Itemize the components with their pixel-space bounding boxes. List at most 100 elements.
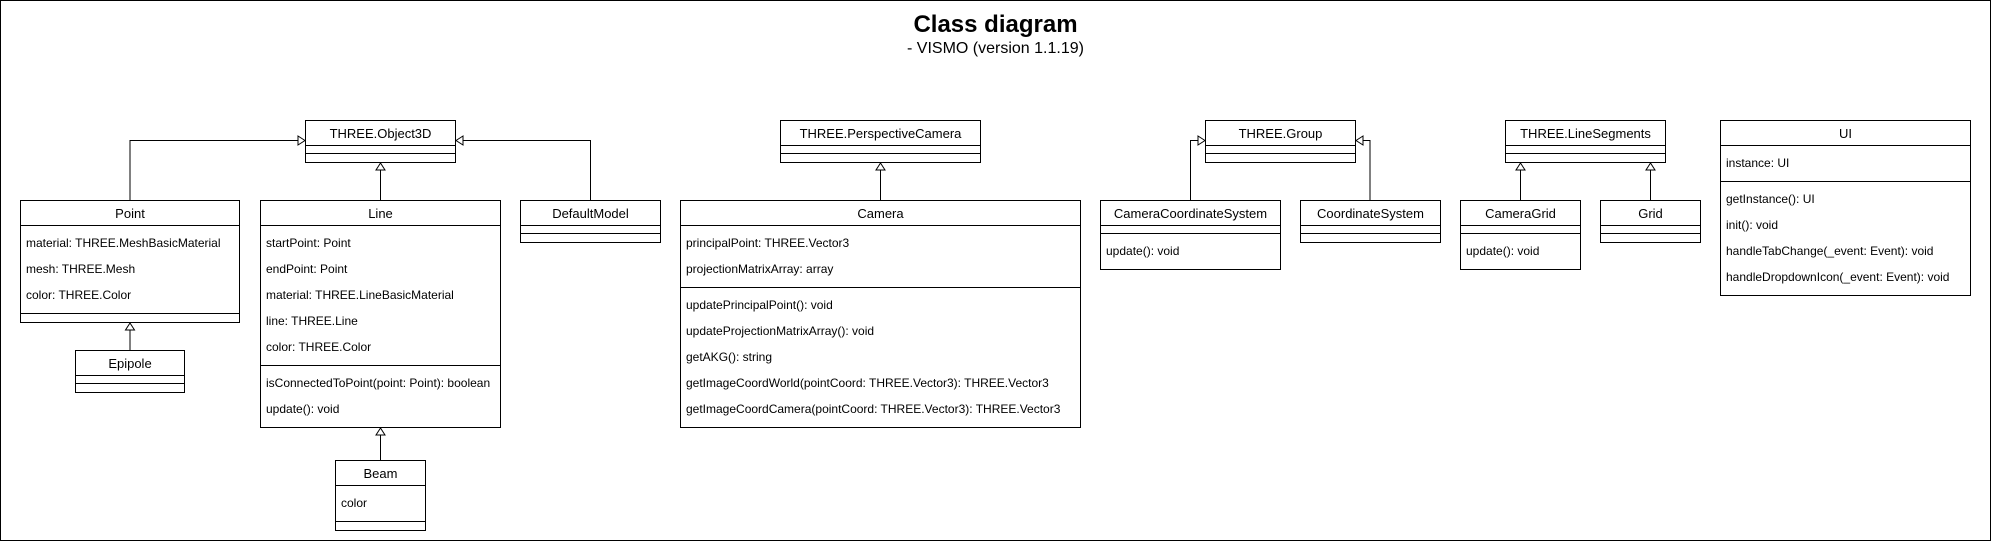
class-name: Grid bbox=[1601, 201, 1700, 226]
attribute: material: THREE.LineBasicMaterial bbox=[266, 288, 454, 302]
attribute: endPoint: Point bbox=[266, 262, 348, 276]
class-name: DefaultModel bbox=[521, 201, 660, 226]
attribute: principalPoint: THREE.Vector3 bbox=[686, 236, 850, 250]
attributes-compartment: instance: UI bbox=[1721, 146, 1970, 182]
methods-compartment bbox=[21, 314, 239, 322]
methods-compartment bbox=[76, 384, 184, 392]
class-camera: Camera principalPoint: THREE.Vector3 proje… bbox=[680, 200, 1081, 428]
generalization-arrowhead-line bbox=[375, 162, 386, 171]
method: updatePrincipalPoint(): void bbox=[686, 298, 833, 312]
method: handleDropdownIcon(_event: Event): void bbox=[1726, 270, 1950, 284]
attributes-compartment bbox=[1206, 146, 1355, 154]
class-name: Point bbox=[21, 201, 239, 226]
method: init(): void bbox=[1726, 218, 1779, 232]
attribute: mesh: THREE.Mesh bbox=[26, 262, 136, 276]
diagram-subtitle: - VISMO (version 1.1.19) bbox=[907, 40, 1084, 57]
class-name: CameraCoordinateSystem bbox=[1101, 201, 1280, 226]
generalization-arrowhead-beam bbox=[375, 427, 386, 436]
methods-compartment bbox=[1601, 234, 1700, 242]
attributes-compartment: principalPoint: THREE.Vector3 projectionM… bbox=[681, 226, 1080, 288]
class-object3d: THREE.Object3D bbox=[305, 120, 456, 163]
class-beam: Beam color bbox=[335, 460, 426, 531]
methods-compartment: getInstance(): UI init(): void handleTabCh… bbox=[1721, 182, 1970, 295]
diagram-title: Class diagram bbox=[913, 11, 1078, 38]
class-name: THREE.PerspectiveCamera bbox=[781, 121, 980, 146]
class-perspcam: THREE.PerspectiveCamera bbox=[780, 120, 981, 163]
method: getAKG(): string bbox=[686, 350, 773, 364]
class-coordsys: CoordinateSystem bbox=[1300, 200, 1441, 243]
class-defaultmodel: DefaultModel bbox=[520, 200, 661, 243]
methods-compartment bbox=[1506, 154, 1665, 162]
class-name: Camera bbox=[681, 201, 1080, 226]
attributes-compartment bbox=[1301, 226, 1440, 234]
class-group: THREE.Group bbox=[1205, 120, 1356, 163]
class-ui: UI instance: UI getInstance(): UI init(): v… bbox=[1720, 120, 1971, 296]
attributes-compartment: color bbox=[336, 486, 425, 522]
attribute: projectionMatrixArray: array bbox=[686, 262, 834, 276]
class-cameragrid: CameraGrid update(): void bbox=[1460, 200, 1581, 270]
attribute: startPoint: Point bbox=[266, 236, 351, 250]
methods-compartment bbox=[781, 154, 980, 162]
method: getImageCoordCamera(pointCoord: THREE.Ve… bbox=[686, 402, 1061, 416]
method: getImageCoordWorld(pointCoord: THREE.Vec… bbox=[686, 376, 1049, 390]
method: updateProjectionMatrixArray(): void bbox=[686, 324, 875, 338]
methods-compartment bbox=[1301, 234, 1440, 242]
generalization-arrowhead-cameragrid bbox=[1515, 162, 1526, 171]
generalization-arrowhead-camera bbox=[875, 162, 886, 171]
class-name: Line bbox=[261, 201, 500, 226]
class-name: CameraGrid bbox=[1461, 201, 1580, 226]
attributes-compartment: material: THREE.MeshBasicMaterial mesh: T… bbox=[21, 226, 239, 314]
class-name: THREE.LineSegments bbox=[1506, 121, 1665, 146]
method: update(): void bbox=[1466, 244, 1540, 258]
class-linesegments: THREE.LineSegments bbox=[1505, 120, 1666, 163]
method: update(): void bbox=[266, 402, 340, 416]
method: handleTabChange(_event: Event): void bbox=[1726, 244, 1934, 258]
attribute: color: THREE.Color bbox=[26, 288, 132, 302]
generalization-arrowhead-grid bbox=[1645, 162, 1656, 171]
attributes-compartment bbox=[1601, 226, 1700, 234]
attribute: line: THREE.Line bbox=[266, 314, 358, 328]
method: isConnectedToPoint(point: Point): boolea… bbox=[266, 376, 491, 390]
class-point: Point material: THREE.MeshBasicMaterial me… bbox=[20, 200, 240, 323]
attributes-compartment bbox=[781, 146, 980, 154]
attributes-compartment bbox=[1461, 226, 1580, 234]
class-line: Line startPoint: Point endPoint: Point mate… bbox=[260, 200, 501, 428]
attribute: color bbox=[341, 496, 368, 510]
class-grid: Grid bbox=[1600, 200, 1701, 243]
class-name: Epipole bbox=[76, 351, 184, 376]
attribute: material: THREE.MeshBasicMaterial bbox=[26, 236, 221, 250]
methods-compartment bbox=[1206, 154, 1355, 162]
methods-compartment bbox=[521, 234, 660, 242]
class-name: CoordinateSystem bbox=[1301, 201, 1440, 226]
methods-compartment: updatePrincipalPoint(): void updateProjec… bbox=[681, 288, 1080, 427]
inheritance-line-point bbox=[129, 140, 305, 200]
attributes-compartment bbox=[1101, 226, 1280, 234]
generalization-arrowhead-defaultmodel bbox=[455, 135, 464, 146]
attributes-compartment bbox=[306, 146, 455, 154]
class-name: THREE.Object3D bbox=[306, 121, 455, 146]
generalization-arrowhead-epipole bbox=[124, 322, 136, 331]
inheritance-line-camcoordsys bbox=[1190, 140, 1205, 200]
inheritance-line-defaultmodel bbox=[456, 140, 591, 200]
methods-compartment bbox=[306, 154, 455, 162]
attribute: color: THREE.Color bbox=[266, 340, 372, 354]
generalization-arrowhead-point bbox=[297, 135, 306, 146]
class-name: Beam bbox=[336, 461, 425, 486]
methods-compartment bbox=[336, 522, 425, 530]
class-camcoordsys: CameraCoordinateSystem update(): void bbox=[1100, 200, 1281, 270]
methods-compartment: update(): void bbox=[1101, 234, 1280, 269]
attributes-compartment bbox=[76, 376, 184, 384]
generalization-arrowhead-coordsys bbox=[1355, 135, 1364, 146]
generalization-arrowhead-camcoordsys bbox=[1197, 135, 1206, 146]
methods-compartment: update(): void bbox=[1461, 234, 1580, 269]
attribute: instance: UI bbox=[1726, 156, 1790, 170]
attributes-compartment bbox=[521, 226, 660, 234]
class-epipole: Epipole bbox=[75, 350, 185, 393]
attributes-compartment bbox=[1506, 146, 1665, 154]
method: update(): void bbox=[1106, 244, 1180, 258]
method: getInstance(): UI bbox=[1726, 192, 1815, 206]
class-name: UI bbox=[1721, 121, 1970, 146]
attributes-compartment: startPoint: Point endPoint: Point material… bbox=[261, 226, 500, 366]
methods-compartment: isConnectedToPoint(point: Point): boolea… bbox=[261, 366, 500, 427]
